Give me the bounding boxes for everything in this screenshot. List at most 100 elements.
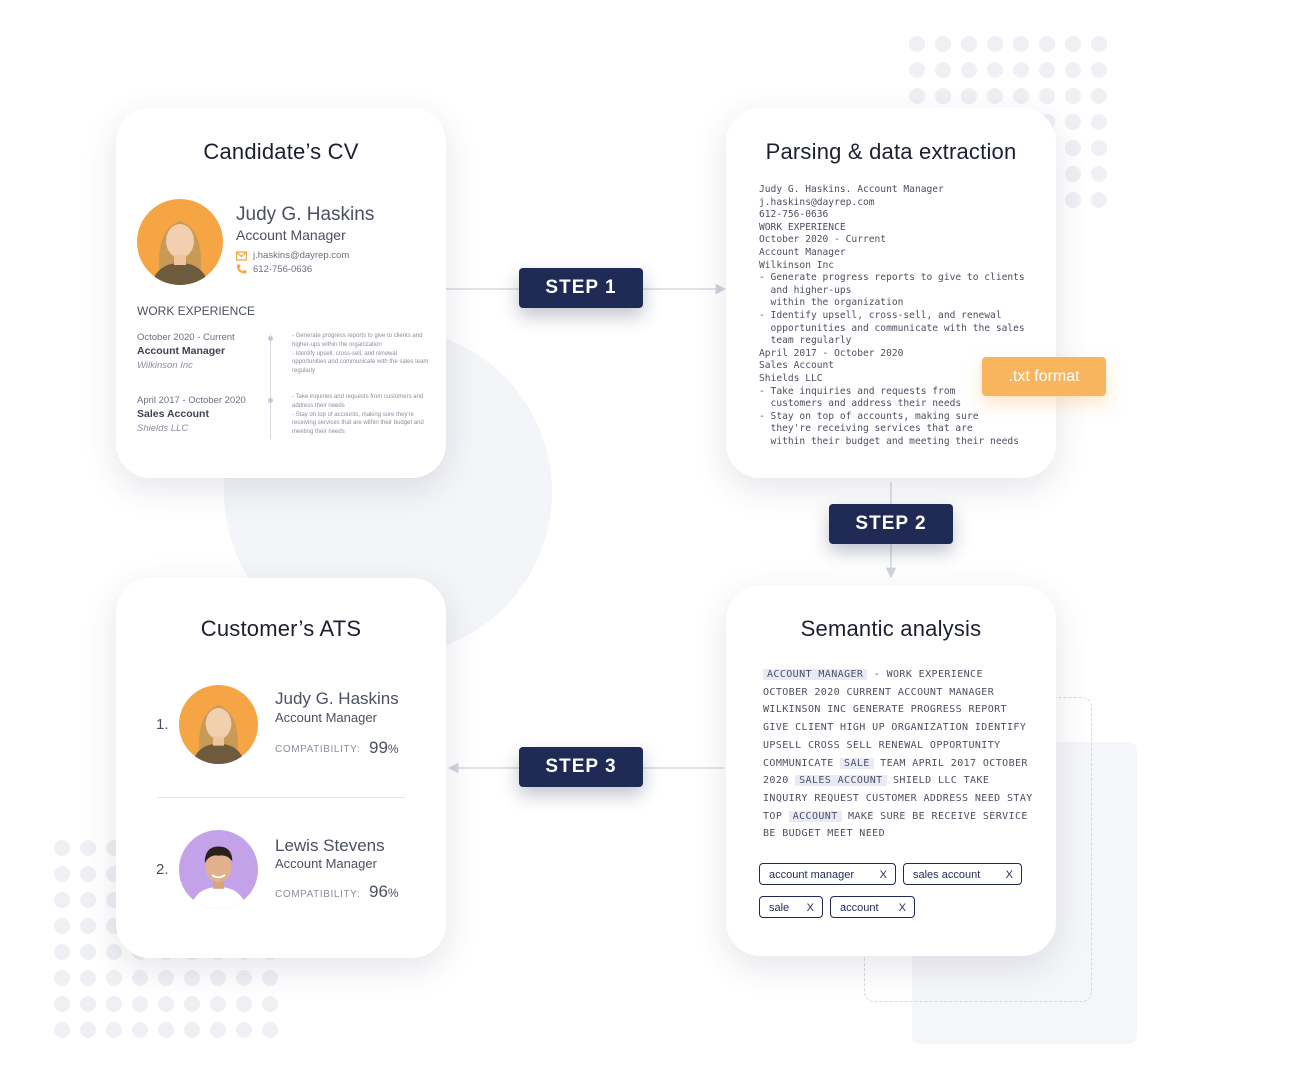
parsed-text: Judy G. Haskins. Account Manager j.haski…	[759, 184, 1025, 447]
decorative-dot	[80, 996, 96, 1012]
ats-rank: 1.	[156, 716, 169, 733]
decorative-dot	[210, 1022, 226, 1038]
decorative-dot	[54, 1022, 70, 1038]
keyword-tag-label: account manager	[769, 869, 854, 881]
compatibility-score: 99%	[369, 738, 399, 758]
ats-card: Customer’s ATS	[116, 578, 446, 958]
cv-job-dates: April 2017 - October 2020	[137, 395, 246, 406]
keyword-tag[interactable]: sales account X	[903, 863, 1022, 885]
decorative-dot	[1065, 62, 1081, 78]
decorative-dot	[80, 892, 96, 908]
keyword-tag-label: sale	[769, 902, 790, 914]
decorative-dot	[935, 36, 951, 52]
decorative-dot	[54, 996, 70, 1012]
decorative-dot	[1013, 36, 1029, 52]
candidate-avatar	[137, 199, 223, 285]
decorative-dot	[909, 36, 925, 52]
decorative-dot	[961, 88, 977, 104]
candidate-avatar	[179, 685, 258, 764]
normalized-text: - WORK EXPERIENCE OCTOBER 2020 CURRENT A…	[763, 669, 1027, 769]
step-3-label: STEP 3	[519, 747, 643, 787]
decorative-dot	[262, 970, 278, 986]
decorative-dot	[1039, 88, 1055, 104]
decorative-dot	[236, 1022, 252, 1038]
remove-tag-icon[interactable]: X	[879, 869, 887, 881]
decorative-dot	[961, 62, 977, 78]
decorative-dot	[54, 866, 70, 882]
decorative-dot	[1013, 62, 1029, 78]
decorative-dot	[158, 1022, 174, 1038]
email-icon	[236, 251, 247, 261]
keyword-tag-label: sales account	[913, 869, 981, 881]
semantic-card: Semantic analysis	[726, 586, 1056, 956]
decorative-dot	[54, 892, 70, 908]
cv-section-heading: WORK EXPERIENCE	[137, 304, 256, 318]
cv-job-dates: October 2020 - Current	[137, 332, 235, 343]
decorative-dot	[184, 1022, 200, 1038]
decorative-dot	[909, 88, 925, 104]
ats-candidate-role: Account Manager	[275, 856, 377, 871]
decorative-dot	[1065, 192, 1081, 208]
decorative-dot	[106, 996, 122, 1012]
normalized-text: SHIELD LLC TAKE INQUIRY REQUEST CUSTOMER…	[763, 775, 1033, 822]
decorative-dot	[106, 970, 122, 986]
decorative-dot	[1065, 166, 1081, 182]
keyword-tag[interactable]: account X	[830, 896, 915, 918]
step-1-label: STEP 1	[519, 268, 643, 308]
parsing-card: Parsing & data extraction	[726, 108, 1056, 478]
decorative-dot	[909, 62, 925, 78]
cv-timeline-dot	[268, 336, 273, 341]
ats-rank: 2.	[156, 861, 169, 878]
decorative-dot	[158, 970, 174, 986]
candidate-avatar	[179, 830, 258, 909]
remove-tag-icon[interactable]: X	[806, 902, 814, 914]
cv-job-title: Sales Account	[137, 408, 209, 420]
cv-timeline	[270, 334, 271, 439]
normalized-text: TEAM APRIL 2017 OCTOBER 2020	[763, 757, 1028, 787]
decorative-dot	[1065, 114, 1081, 130]
decorative-dot	[54, 970, 70, 986]
cv-timeline-dot	[268, 398, 273, 403]
parsing-card-title: Parsing & data extraction	[765, 139, 1017, 164]
decorative-dot	[236, 970, 252, 986]
txt-format-badge: .txt format	[982, 357, 1106, 396]
highlighted-keyword: SALE	[840, 757, 874, 769]
score-value: 99	[369, 738, 388, 757]
cv-candidate-name: Judy G. Haskins	[236, 204, 375, 225]
phone-icon	[236, 264, 247, 274]
decorative-dot	[935, 88, 951, 104]
ats-candidate-name: Lewis Stevens	[275, 836, 385, 855]
compatibility-score: 96%	[369, 882, 399, 902]
decorative-dot	[987, 36, 1003, 52]
decorative-dot	[1091, 166, 1107, 182]
decorative-dot	[80, 1022, 96, 1038]
decorative-dot	[1065, 140, 1081, 156]
ats-divider	[157, 797, 405, 798]
decorative-dot	[80, 970, 96, 986]
highlighted-keyword: ACCOUNT MANAGER	[763, 669, 868, 680]
decorative-dot	[1091, 62, 1107, 78]
decorative-dot	[1039, 36, 1055, 52]
compatibility-label: COMPATIBILITY:	[275, 889, 361, 900]
score-value: 96	[369, 882, 388, 901]
highlighted-keyword: ACCOUNT	[788, 810, 842, 822]
cv-email: j.haskins@dayrep.com	[253, 250, 350, 261]
decorative-dot	[935, 62, 951, 78]
keyword-tag[interactable]: account manager X	[759, 863, 896, 885]
decorative-dot	[80, 944, 96, 960]
decorative-dot	[54, 944, 70, 960]
decorative-dot	[1013, 88, 1029, 104]
decorative-dot	[54, 918, 70, 934]
decorative-dot	[1091, 192, 1107, 208]
decorative-dot	[961, 36, 977, 52]
remove-tag-icon[interactable]: X	[898, 902, 906, 914]
decorative-dot	[1065, 36, 1081, 52]
remove-tag-icon[interactable]: X	[1005, 869, 1013, 881]
semantic-text: ACCOUNT MANAGER - WORK EXPERIENCE OCTOBE…	[763, 666, 1033, 843]
decorative-dot	[1091, 140, 1107, 156]
decorative-dot	[1091, 36, 1107, 52]
keyword-tag[interactable]: sale X	[759, 896, 823, 918]
decorative-dot	[262, 996, 278, 1012]
score-unit: %	[387, 886, 399, 900]
decorative-dot	[106, 1022, 122, 1038]
